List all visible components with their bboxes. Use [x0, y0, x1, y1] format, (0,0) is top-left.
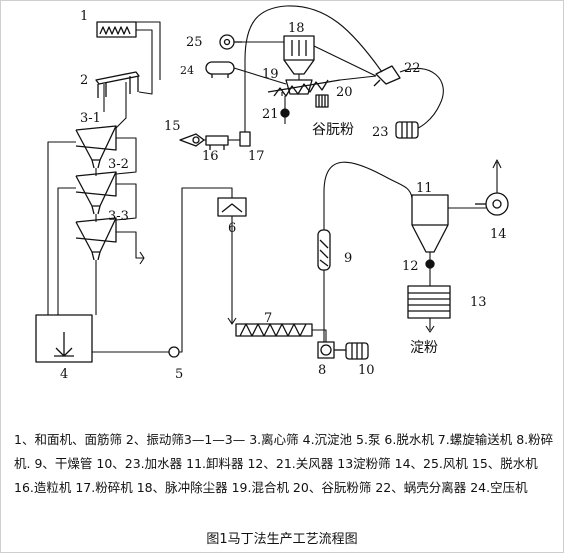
unit-11-discharger [411, 194, 449, 253]
unit-9-drying-tube [317, 229, 331, 271]
unit-17-crusher [239, 131, 251, 147]
label-10: 10 [358, 363, 375, 378]
label-21: 21 [262, 107, 279, 122]
legend-text: 1、和面机、面筋筛 2、振动筛3—1—3— 3.离心筛 4.沉淀池 5.泵 6.… [14, 428, 554, 500]
label-17: 17 [248, 149, 265, 164]
label-14: 14 [490, 227, 507, 242]
unit-5-pump [168, 346, 180, 358]
unit-21-rotary-valve [280, 108, 290, 118]
unit-23-water-adder [395, 121, 419, 139]
label-11: 11 [416, 181, 433, 196]
label-6: 6 [228, 221, 236, 236]
process-pipelines [47, 5, 502, 353]
label-18: 18 [288, 21, 305, 36]
unit-2-vibrating-screen [95, 71, 140, 98]
product-gluten-powder: 谷朊粉 [312, 122, 354, 138]
unit-12-rotary-valve [425, 259, 435, 269]
label-23: 23 [372, 125, 389, 140]
unit-6-dewatering-machine [217, 197, 247, 217]
unit-16-granulator [205, 135, 229, 150]
unit-7-screw-conveyor [235, 323, 313, 337]
label-15: 15 [164, 119, 181, 134]
label-20: 20 [336, 85, 353, 100]
unit-22-volute-separator [373, 65, 401, 87]
unit-3-2-centrifugal-screen [75, 171, 117, 215]
label-19: 19 [262, 67, 279, 82]
unit-15-dewatering-machine [179, 133, 205, 147]
label-22: 22 [404, 61, 421, 76]
unit-number-labels: 1 2 3-1 3-2 3-3 4 5 6 7 8 9 10 11 12 13 … [60, 9, 507, 382]
product-starch-powder: 淀粉 [410, 340, 438, 356]
unit-8-crusher [317, 341, 346, 359]
unit-18-pulse-dust-collector [283, 35, 315, 75]
unit-20-gluten-screen [267, 79, 341, 108]
unit-1-dough-mixer [96, 21, 137, 38]
unit-19-mixer [285, 79, 313, 95]
unit-13-starch-sifter [407, 285, 451, 319]
label-8: 8 [318, 363, 326, 378]
label-7: 7 [264, 311, 272, 326]
figure-caption: 图1马丁法生产工艺流程图 [206, 532, 358, 547]
label-4: 4 [60, 367, 68, 382]
legend-content: 1、和面机、面筋筛 2、振动筛3—1—3— 3.离心筛 4.沉淀池 5.泵 6.… [14, 432, 554, 495]
label-5: 5 [175, 367, 183, 382]
unit-14-fan [475, 192, 509, 216]
process-flow-diagram: 1 2 3-1 3-2 3-3 4 5 6 7 8 9 10 11 12 13 … [35, 5, 509, 382]
label-9: 9 [344, 251, 352, 266]
label-3-1: 3-1 [80, 111, 101, 126]
label-24: 24 [180, 64, 194, 77]
label-1: 1 [80, 9, 88, 24]
unit-25-fan [219, 34, 242, 50]
label-3-3: 3-3 [108, 209, 129, 224]
unit-3-3-centrifugal-screen [75, 217, 117, 261]
label-16: 16 [202, 149, 219, 164]
label-2: 2 [80, 73, 88, 88]
label-12: 12 [402, 259, 419, 274]
label-13: 13 [470, 295, 487, 310]
label-3-2: 3-2 [108, 157, 129, 172]
label-25: 25 [186, 35, 203, 50]
unit-4-settling-tank [35, 314, 93, 363]
unit-10-water-adder [345, 342, 369, 360]
unit-24-air-compressor [205, 61, 235, 78]
